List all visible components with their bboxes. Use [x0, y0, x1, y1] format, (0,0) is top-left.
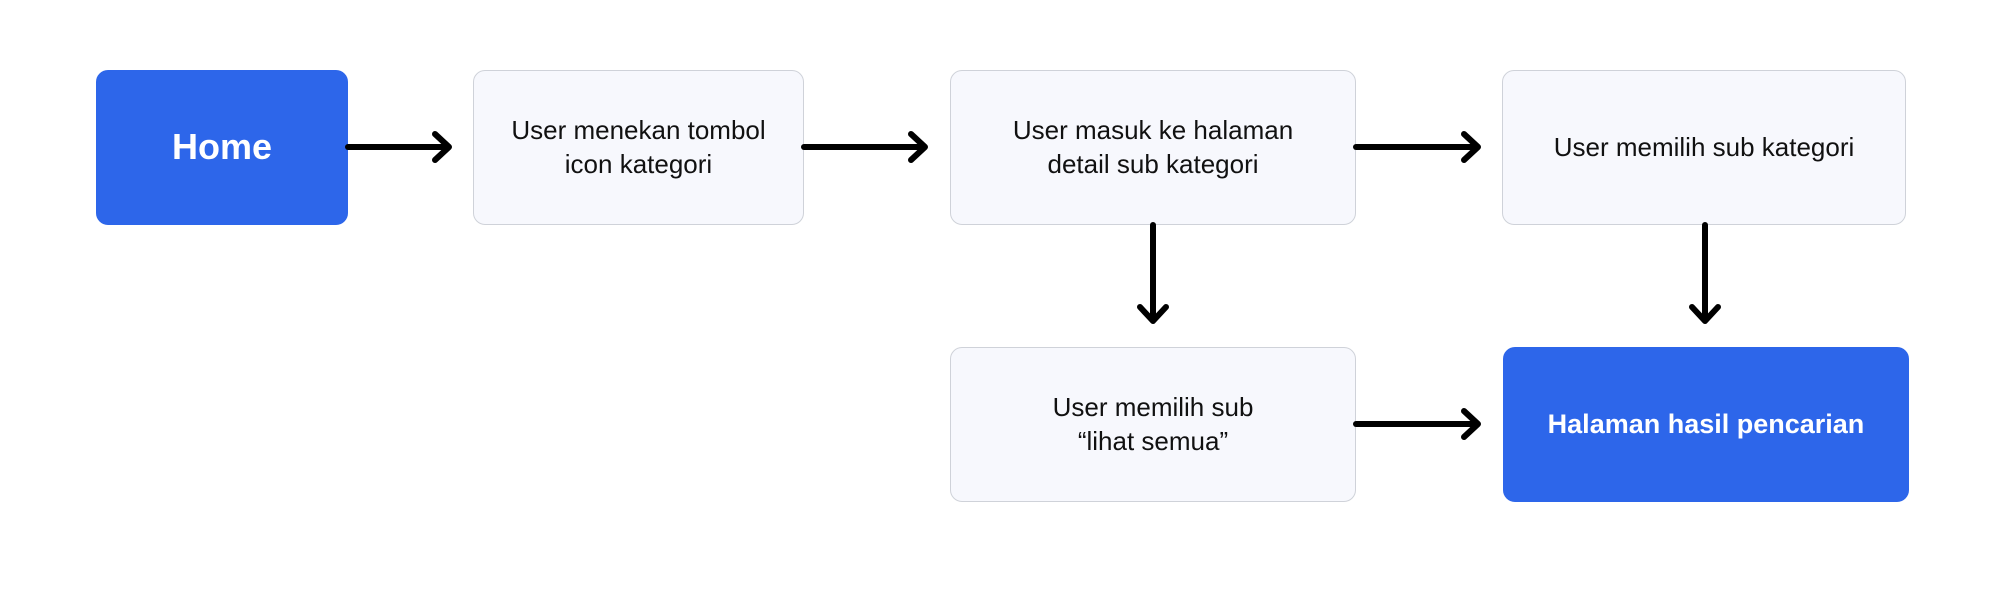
node-tap-category-icon-label: User menekan tombol icon kategori	[511, 114, 766, 179]
node-sub-category-detail-label: User masuk ke halaman detail sub kategor…	[1012, 114, 1294, 179]
node-home: Home	[96, 70, 348, 225]
node-home-label: Home	[171, 126, 273, 168]
node-search-results-label: Halaman hasil pencarian	[1547, 408, 1865, 439]
arrow-home-to-tap	[345, 131, 452, 163]
arrow-choose-to-results	[1689, 222, 1721, 324]
arrow-detail-to-choose	[1353, 131, 1481, 163]
node-tap-category-icon: User menekan tombol icon kategori	[473, 70, 804, 225]
node-choose-see-all: User memilih sub “lihat semua”	[950, 347, 1356, 502]
node-choose-sub-category: User memilih sub kategori	[1502, 70, 1906, 225]
arrow-see-all-to-results	[1353, 408, 1481, 440]
node-choose-see-all-label: User memilih sub “lihat semua”	[1052, 391, 1254, 456]
node-search-results: Halaman hasil pencarian	[1503, 347, 1909, 502]
arrow-tap-to-detail	[801, 131, 928, 163]
node-sub-category-detail: User masuk ke halaman detail sub kategor…	[950, 70, 1356, 225]
node-choose-sub-category-label: User memilih sub kategori	[1553, 131, 1855, 162]
arrow-detail-to-see-all	[1137, 222, 1169, 324]
